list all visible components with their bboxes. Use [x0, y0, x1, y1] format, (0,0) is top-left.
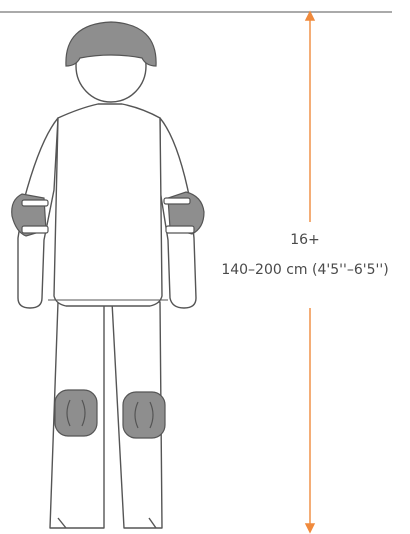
height-range-label: 140–200 cm (4'5''–6'5'') [199, 262, 410, 278]
torso [54, 104, 162, 306]
knee-pads [55, 390, 165, 438]
age-label: 16+ [250, 232, 360, 248]
